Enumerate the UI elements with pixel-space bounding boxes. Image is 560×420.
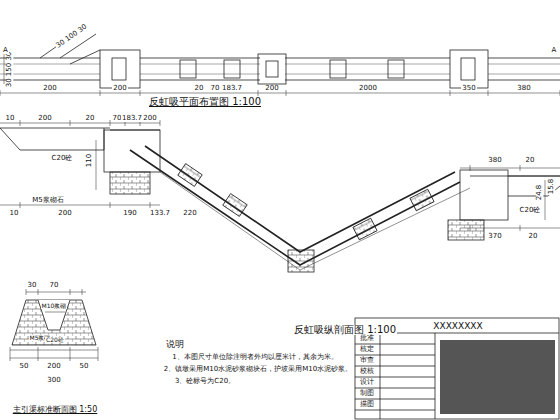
dimension-label: 200	[42, 85, 57, 92]
dimension-label: M5浆砌石	[31, 197, 65, 204]
dimension-label: M10浆砌	[41, 303, 68, 309]
dimension-label: 380	[516, 85, 531, 92]
title-block-cell: 批准	[359, 335, 375, 342]
note-text: 2、镇墩采用M10水泥砂浆砌块石，护坡采用M10水泥砂浆。	[163, 366, 353, 373]
dimension-label: 200	[37, 115, 52, 122]
dimension-label: 350	[461, 85, 476, 92]
dimension-label: 20	[194, 85, 205, 92]
dimension-label: 20	[528, 233, 539, 240]
dimension-label: 30 150 30	[7, 50, 14, 88]
dimension-label: C20砼	[519, 207, 542, 214]
dimension-label: 370	[487, 233, 502, 240]
dimension-label: 50	[19, 363, 30, 370]
dimension-label: 110	[87, 152, 94, 167]
dimension-label: 380	[487, 157, 502, 164]
view-title: 主引渠标准断面图 1:50	[12, 406, 99, 414]
note-text: 说明	[165, 340, 185, 349]
dimension-label: 200	[112, 85, 127, 92]
title-block-cell: 描图	[359, 401, 375, 408]
dimension-label: A	[551, 47, 558, 54]
dimension-label: A	[2, 47, 9, 54]
dimension-label: 200	[264, 85, 279, 92]
note-text: 1、本图尺寸单位除注明者外均以厘米计，其余为米。	[171, 354, 338, 361]
dimension-label: 133.7	[149, 210, 171, 217]
note-text: 3、砼标号为C20。	[174, 378, 236, 385]
dimension-label: 300	[46, 377, 61, 384]
view-title: 反虹吸平面布置图 1:100	[148, 97, 262, 107]
dimension-label: 183.7	[221, 85, 243, 92]
title-block-cell: XXXXXXXX	[432, 322, 483, 331]
title-block-cell: 审查	[359, 357, 375, 364]
title-block-cell: 核定	[359, 346, 375, 353]
dimension-label: 70	[49, 282, 60, 289]
dimension-label: 200	[142, 115, 157, 122]
dimension-label: 190	[122, 210, 137, 217]
dimension-label: 220	[182, 210, 197, 217]
dimension-label: 20	[85, 115, 96, 122]
dimension-label: 2000	[358, 85, 378, 92]
title-block-cell: 设计	[359, 379, 375, 386]
dimension-label: 200	[46, 363, 61, 370]
dimension-label: 20	[525, 157, 536, 164]
dimension-label: 10	[5, 115, 16, 122]
dimension-label: 30	[27, 282, 38, 289]
dimension-label: 15.8	[549, 177, 556, 195]
title-block-cell: 校核	[359, 368, 375, 375]
drawing-title: 反虹吸纵剖面图 1:100	[293, 325, 397, 335]
dimension-label: 30 100 30	[55, 22, 90, 49]
dimension-label: 200	[57, 210, 72, 217]
title-block-cell: 制图	[359, 390, 375, 397]
dimension-label: 10	[9, 210, 20, 217]
dimension-label: 70	[210, 85, 221, 92]
dimension-label: 50	[79, 363, 90, 370]
dimension-label: C20砼	[45, 337, 65, 343]
dimension-label: C20砼	[51, 155, 74, 162]
dimension-label: 24.8	[537, 183, 544, 201]
dimension-label: 183.7	[121, 115, 143, 122]
